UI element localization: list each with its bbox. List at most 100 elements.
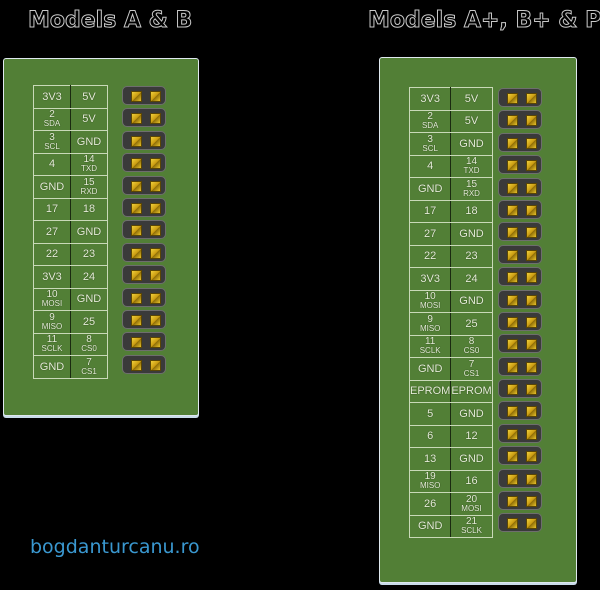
pin-row: 3V3 5V xyxy=(33,85,108,109)
pin-function: RXD xyxy=(463,188,480,198)
pin-function: SCLK xyxy=(461,526,482,536)
pin-label-even: 5V xyxy=(450,109,493,133)
pin-icon xyxy=(507,339,518,351)
pin-name: 25 xyxy=(465,317,478,330)
pin-label-even: 24 xyxy=(70,265,108,289)
pin-row: 6 12 xyxy=(408,424,493,448)
pin-label-even: GND xyxy=(70,287,108,311)
header-pin-pair xyxy=(498,289,542,309)
pin-label-odd: GND xyxy=(408,514,452,538)
pin-name: GND xyxy=(417,362,443,375)
pin-icon xyxy=(507,160,518,172)
header-pin-pair xyxy=(498,446,542,466)
pin-icon xyxy=(150,180,161,192)
pin-name: 6 xyxy=(427,430,434,443)
header-pin-pair xyxy=(122,175,166,195)
pin-name: 18 xyxy=(82,203,96,216)
gpio-header xyxy=(498,88,542,536)
credit-link[interactable]: bogdanturcanu.ro xyxy=(30,536,200,558)
header-pin-pair xyxy=(498,110,542,130)
pin-icon xyxy=(507,137,518,149)
pin-icon xyxy=(507,361,518,373)
pin-function: CS0 xyxy=(463,346,480,356)
pin-name: 12 xyxy=(465,430,478,443)
pin-function: SDA xyxy=(43,119,61,129)
pin-icon xyxy=(526,406,537,418)
pin-icon xyxy=(526,182,537,194)
gpio-number: 21 xyxy=(465,516,478,528)
header-pin-pair xyxy=(498,222,542,242)
pin-icon xyxy=(150,158,161,170)
pin-label-odd: 5 xyxy=(408,402,452,426)
pin-name: GND xyxy=(459,407,484,420)
pin-name: 22 xyxy=(45,248,59,261)
header-pin-pair xyxy=(498,132,542,152)
pin-icon xyxy=(526,249,537,261)
pin-function: SDA xyxy=(421,121,439,131)
pin-label-even: 5V xyxy=(70,85,108,109)
pin-icon xyxy=(507,249,518,261)
header-pin-pair xyxy=(122,287,166,307)
pin-label-odd: EPROM xyxy=(408,379,452,403)
pin-icon xyxy=(131,158,142,170)
pin-row: 22 23 xyxy=(408,244,493,268)
gpio-number: 7 xyxy=(86,356,92,368)
pin-label-even: 23 xyxy=(70,242,108,266)
pin-icon xyxy=(507,384,518,396)
gpio-number: 9 xyxy=(49,311,55,323)
pin-icon xyxy=(507,294,518,306)
header-pin-pair xyxy=(498,491,542,511)
pin-label-even: 18 xyxy=(450,199,493,223)
pin-function: MOSI xyxy=(41,299,63,309)
pin-name: 23 xyxy=(465,250,478,263)
pin-label-even: GND xyxy=(70,130,108,154)
pin-label-odd: 6 xyxy=(408,424,452,448)
pin-label-even: GND xyxy=(450,402,493,426)
pin-function: CS1 xyxy=(463,368,480,378)
pin-name: 25 xyxy=(82,315,96,328)
header-pin-pair xyxy=(122,108,166,128)
pin-name: 23 xyxy=(82,248,96,261)
pin-label-even: 25 xyxy=(450,312,493,336)
pin-function: SCLK xyxy=(419,346,441,356)
pin-icon xyxy=(131,292,142,304)
pin-label-odd: 22 xyxy=(408,244,452,268)
pin-name: 3V3 xyxy=(42,270,62,283)
pin-row: 22 23 xyxy=(33,242,108,266)
header-pin-pair xyxy=(498,88,542,107)
pin-label-odd: 4 xyxy=(408,154,452,178)
pin-label-even: GND xyxy=(70,220,108,244)
pin-icon xyxy=(526,361,537,373)
header-pin-pair xyxy=(122,265,166,285)
header-pin-pair xyxy=(498,244,542,264)
pin-icon xyxy=(150,359,161,371)
pin-name: GND xyxy=(459,452,484,465)
pin-name: 3V3 xyxy=(42,90,62,103)
pin-name: GND xyxy=(459,295,484,308)
pin-name: GND xyxy=(459,137,484,150)
pin-name: 4 xyxy=(48,158,56,171)
pin-icon xyxy=(150,337,161,349)
pin-icon xyxy=(131,270,142,282)
header-pin-pair xyxy=(122,242,166,262)
pin-icon xyxy=(526,227,537,239)
pin-icon xyxy=(526,93,537,104)
